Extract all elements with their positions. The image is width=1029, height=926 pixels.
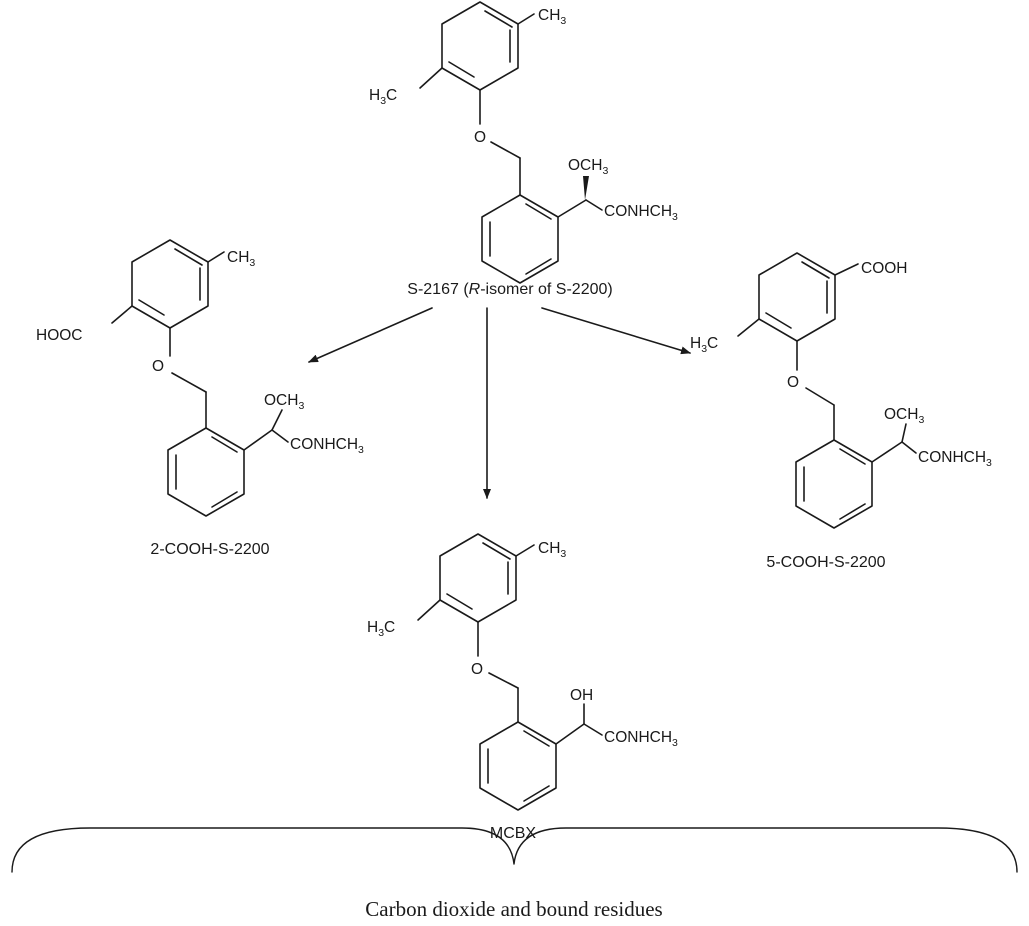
2-cooh-top-methyl-label: CH3 xyxy=(227,249,255,269)
parent-name-label: S-2167 (R-isomer of S-2200) xyxy=(407,281,612,298)
mcbx-ether-oxygen-label: O xyxy=(471,661,483,678)
structure-5-cooh: COOH H3C O OCH3 CONHCH3 5-COOH-S-2200 xyxy=(690,252,992,571)
parent-amide-label: CONHCH3 xyxy=(604,203,678,223)
parent-bonds xyxy=(419,1,603,284)
mcbx-amide-label: CONHCH3 xyxy=(604,729,678,749)
5-cooh-acid-label: COOH xyxy=(861,260,908,277)
mcbx-hydroxy-label: OH xyxy=(570,687,593,704)
5-cooh-methoxy-label: OCH3 xyxy=(884,406,924,426)
5-cooh-ether-oxygen-label: O xyxy=(787,374,799,391)
5-cooh-amide-label: CONHCH3 xyxy=(918,449,992,469)
arrow-to-5-cooh xyxy=(541,307,691,355)
2-cooh-amide-label: CONHCH3 xyxy=(290,436,364,456)
mcbx-top-methyl-label: CH3 xyxy=(538,540,566,560)
structure-parent: CH3 H3C O OCH3 CONHCH3 S-2167 (R-isomer … xyxy=(369,1,678,298)
2-cooh-bonds xyxy=(111,239,289,517)
2-cooh-name-label: 2-COOH-S-2200 xyxy=(150,541,269,558)
2-cooh-ether-oxygen-label: O xyxy=(152,358,164,375)
parent-top-methyl-label: CH3 xyxy=(538,7,566,27)
5-cooh-bonds xyxy=(737,252,917,529)
structure-2-cooh: CH3 HOOC O OCH3 CONHCH3 2-COOH-S-2200 xyxy=(36,239,364,558)
mcbx-bonds xyxy=(417,533,603,811)
mcbx-name-label: MCBX xyxy=(490,825,537,842)
stereo-wedge-bond xyxy=(583,176,589,200)
parent-left-methyl-label: H3C xyxy=(369,87,397,107)
parent-ether-oxygen-label: O xyxy=(474,129,486,146)
5-cooh-name-label: 5-COOH-S-2200 xyxy=(766,554,885,571)
converging-brace xyxy=(11,827,1018,873)
final-products-label: Carbon dioxide and bound residues xyxy=(365,897,662,921)
structure-mcbx: CH3 H3C O OH CONHCH3 MCBX xyxy=(367,533,678,842)
5-cooh-left-methyl-label: H3C xyxy=(690,335,718,355)
2-cooh-methoxy-label: OCH3 xyxy=(264,392,304,412)
parent-methoxy-label: OCH3 xyxy=(568,157,608,177)
2-cooh-acid-label: HOOC xyxy=(36,327,83,344)
arrow-to-2-cooh xyxy=(308,307,433,363)
mcbx-left-methyl-label: H3C xyxy=(367,619,395,639)
